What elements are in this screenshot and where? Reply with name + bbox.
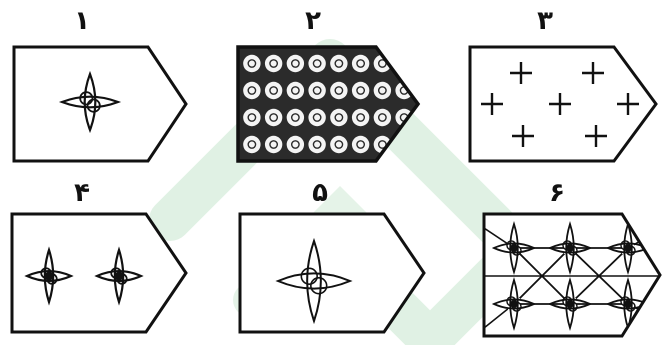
label-1: ۱ [62,6,102,36]
flower [330,55,347,72]
flower [308,82,325,99]
epaulette-1 [14,47,186,161]
epaulette-3 [470,47,656,161]
epaulette-6 [484,214,660,336]
flower [308,55,325,72]
flower [287,55,304,72]
flower [308,136,325,153]
flower [374,82,391,99]
label-6: ۶ [537,178,577,208]
flower [352,82,369,99]
star-center [115,272,124,281]
flower [265,55,282,72]
flower [265,109,282,126]
flower-center [400,60,407,67]
flower [330,109,347,126]
label-2: ۲ [293,6,333,36]
flower [265,136,282,153]
flower [243,55,260,72]
flower [352,55,369,72]
star-center [45,272,54,281]
flower [287,136,304,153]
flower [287,109,304,126]
flower [243,82,260,99]
label-5: ۵ [300,178,340,208]
flower [265,82,282,99]
flower [352,136,369,153]
flower [352,109,369,126]
epaulette-5 [240,214,424,332]
star-center [566,300,574,308]
flower [330,82,347,99]
flower [243,136,260,153]
star-center [566,244,574,252]
star-center [624,244,632,252]
flower [287,82,304,99]
star-center [624,300,632,308]
star-center [510,244,518,252]
flower [395,55,412,72]
flower [374,109,391,126]
label-3: ۳ [525,6,565,36]
label-4: ۴ [62,178,102,208]
flower [243,109,260,126]
flower [308,109,325,126]
epaulette-outline [240,214,424,332]
star-center [510,300,518,308]
flower [330,136,347,153]
